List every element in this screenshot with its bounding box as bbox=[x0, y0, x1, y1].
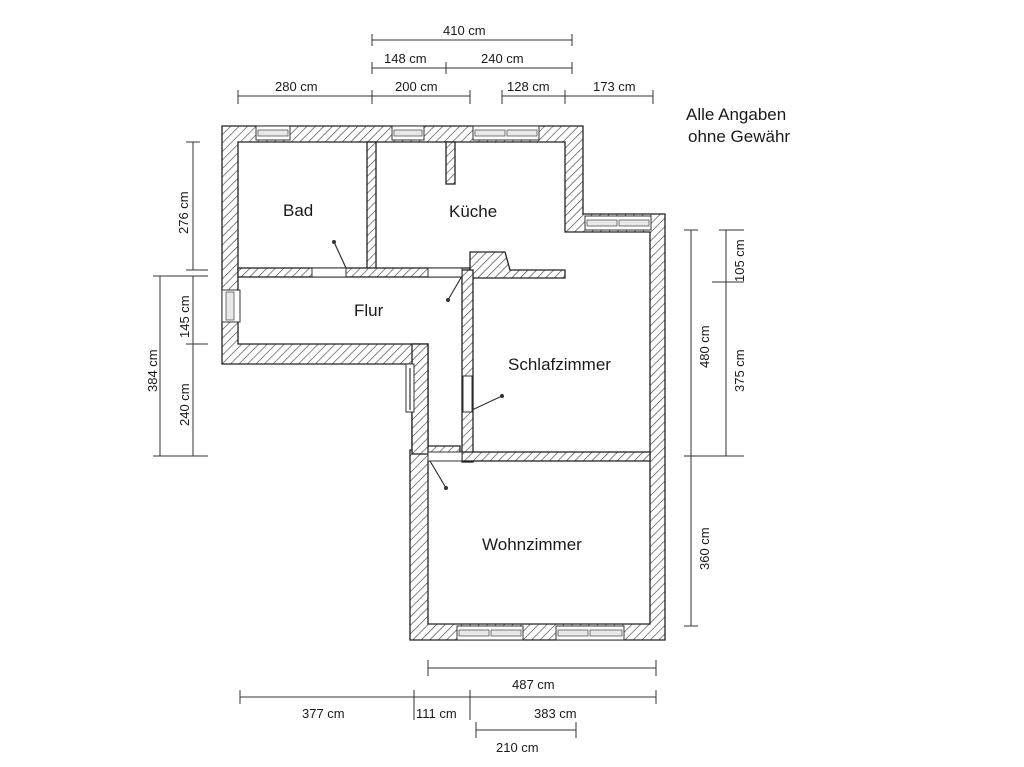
dim-label-276: 276 cm bbox=[176, 191, 191, 234]
window-schlafzimmer bbox=[584, 215, 652, 231]
dim-label-410: 410 cm bbox=[443, 23, 486, 38]
door-bad bbox=[311, 240, 347, 278]
dimensions-bottom: 487 cm 377 cm 111 cm 383 cm 210 cm bbox=[239, 660, 657, 755]
window-wohnzimmer-1 bbox=[456, 625, 524, 641]
doors bbox=[311, 240, 504, 490]
dim-label-173: 173 cm bbox=[593, 79, 636, 94]
dim-label-240-left: 240 cm bbox=[177, 383, 192, 426]
door-wohnzimmer bbox=[427, 451, 463, 490]
dim-label-200: 200 cm bbox=[395, 79, 438, 94]
dim-label-145: 145 cm bbox=[177, 295, 192, 338]
dim-label-383: 383 cm bbox=[534, 706, 577, 721]
dim-label-375: 375 cm bbox=[732, 349, 747, 392]
room-label-flur: Flur bbox=[354, 301, 384, 320]
note-line-2: ohne Gewähr bbox=[688, 127, 790, 146]
door-flur-lower bbox=[405, 363, 415, 413]
room-labels: Bad Küche Flur Schlafzimmer Wohnzimmer bbox=[283, 201, 611, 554]
room-label-schlafzimmer: Schlafzimmer bbox=[508, 355, 611, 374]
dim-label-377: 377 cm bbox=[302, 706, 345, 721]
window-wohnzimmer-2 bbox=[555, 625, 625, 641]
wall-bad-kueche bbox=[366, 141, 377, 271]
dimensions-left: 276 cm 384 cm 145 cm 240 cm bbox=[145, 141, 208, 457]
dim-label-280: 280 cm bbox=[275, 79, 318, 94]
dim-label-105: 105 cm bbox=[732, 239, 747, 282]
disclaimer-note: Alle Angaben ohne Gewähr bbox=[686, 105, 790, 146]
wall-flur-schlaf bbox=[461, 269, 474, 463]
dim-label-111: 111 cm bbox=[416, 706, 457, 721]
dim-label-480: 480 cm bbox=[697, 325, 712, 368]
dimensions-right: 480 cm 105 cm 375 cm 360 cm bbox=[684, 229, 747, 627]
dim-label-384: 384 cm bbox=[145, 349, 160, 392]
window-bad bbox=[255, 125, 291, 141]
dim-label-240-top: 240 cm bbox=[481, 51, 524, 66]
wall-kueche-stub bbox=[445, 141, 456, 185]
window-kueche-1 bbox=[391, 125, 425, 141]
dim-label-128: 128 cm bbox=[507, 79, 550, 94]
room-label-kueche: Küche bbox=[449, 202, 497, 221]
window-kueche-2 bbox=[472, 125, 540, 141]
wall-kueche-bottom bbox=[469, 251, 566, 279]
windows bbox=[221, 125, 652, 641]
wall-schlaf-wohn bbox=[461, 451, 651, 462]
room-label-wohnzimmer: Wohnzimmer bbox=[482, 535, 582, 554]
door-kueche bbox=[427, 267, 463, 302]
room-label-bad: Bad bbox=[283, 201, 313, 220]
dim-label-487: 487 cm bbox=[512, 677, 555, 692]
note-line-1: Alle Angaben bbox=[686, 105, 786, 124]
dim-label-210: 210 cm bbox=[496, 740, 539, 755]
dim-label-360: 360 cm bbox=[697, 527, 712, 570]
dim-label-148: 148 cm bbox=[384, 51, 427, 66]
dimensions-top: 410 cm 148 cm 240 cm 280 cm 200 cm 128 c… bbox=[237, 23, 654, 104]
door-schlafzimmer bbox=[462, 375, 504, 413]
window-flur bbox=[221, 289, 241, 323]
